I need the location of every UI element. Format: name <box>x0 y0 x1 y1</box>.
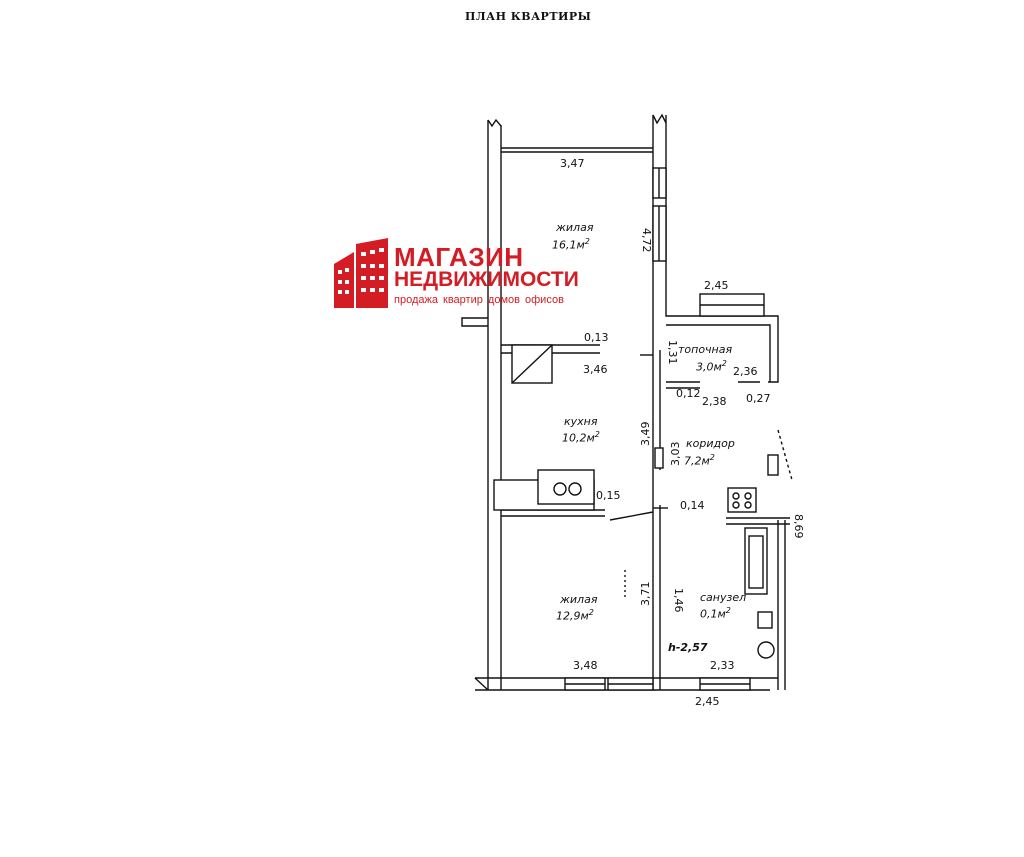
room-kitchen-area: 10,2м2 <box>562 430 600 445</box>
dim-bath-height: 1,46 <box>672 588 685 613</box>
logo-line-3: продажа квартир домов офисов <box>394 294 564 306</box>
dim-living-top-height: 4,72 <box>640 228 653 253</box>
room-living-top-name: жилая <box>556 221 594 234</box>
dim-total-height: 8,69 <box>792 514 805 539</box>
plan-title: ПЛАН КВАРТИРЫ <box>465 10 592 23</box>
room-corridor-name: коридор <box>686 437 735 450</box>
dim-furnace-top: 2,45 <box>704 279 729 292</box>
dim-ceiling-height: h-2,57 <box>668 641 708 654</box>
room-furnace-name: топочная <box>678 343 733 356</box>
logo-line-1: МАГАЗИН <box>394 242 524 272</box>
dim-bath-width: 2,33 <box>710 659 735 672</box>
dim-kitchen-partition: 0,13 <box>584 331 609 344</box>
building-logo-icon <box>334 238 388 308</box>
dim-living-bottom-height: 3,71 <box>639 581 652 607</box>
dim-partition-015: 0,15 <box>596 489 621 502</box>
furnace-walls <box>665 292 779 383</box>
dim-partition-014: 0,14 <box>680 499 705 512</box>
room-corridor-area: 7,2м2 <box>684 453 715 468</box>
dim-kitchen-width: 3,46 <box>583 363 608 376</box>
dim-kitchen-height: 3,49 <box>639 421 652 447</box>
dim-corridor-height: 3,03 <box>669 441 682 467</box>
dim-bottom-right-width: 2,45 <box>695 695 720 708</box>
room-living-bottom-area: 12,9м2 <box>556 608 594 623</box>
room-kitchen-name: кухня <box>564 415 598 428</box>
room-bathroom-name: санузел <box>700 591 747 604</box>
logo-line-2: НЕДВИЖИМОСТИ <box>394 268 579 291</box>
room-living-bottom-name: жилая <box>560 593 598 606</box>
agency-logo: МАГАЗИН НЕДВИЖИМОСТИ продажа квартир дом… <box>330 238 600 310</box>
dim-partition-012: 0,12 <box>676 387 701 400</box>
dim-corridor-width: 2,38 <box>702 395 727 408</box>
dim-partition-027: 0,27 <box>746 392 771 405</box>
dim-furnace-width: 2,36 <box>733 365 758 378</box>
room-living-top-area: 16,1м2 <box>552 237 590 252</box>
room-bathroom-area: 0,1м2 <box>700 606 731 621</box>
dim-top-width: 3,47 <box>560 157 585 170</box>
dim-furnace-height: 1,31 <box>666 340 679 365</box>
dim-bottom-width: 3,48 <box>573 659 598 672</box>
room-furnace-area: 3,0м2 <box>696 359 727 374</box>
